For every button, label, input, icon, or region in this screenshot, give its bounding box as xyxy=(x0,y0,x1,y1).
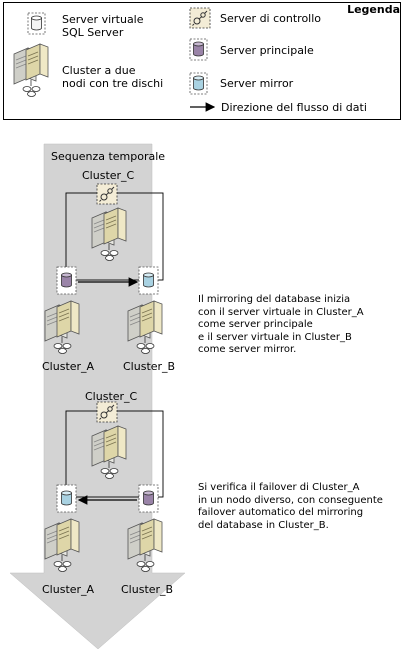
scenario2-witness-cluster-label: Cluster_C xyxy=(85,390,138,403)
scenario1-witness-icon xyxy=(96,183,118,205)
legend-box xyxy=(3,2,401,120)
scenario2-group xyxy=(45,401,164,572)
legend-mirror-label: Server mirror xyxy=(220,77,294,90)
legend-principal-label: Server principale xyxy=(220,44,314,57)
scenario2-mirror-icon xyxy=(56,484,77,513)
scenario1-left-cluster-label: Cluster_A xyxy=(42,360,95,373)
legend-flow-label: Direzione del flusso di dati xyxy=(221,101,367,114)
scenario2-description: Si verifica il failover di Cluster_A in … xyxy=(198,482,383,531)
scenario1-description: Il mirroring del database inizia con il … xyxy=(198,294,364,355)
legend-principal-icon xyxy=(189,38,208,61)
scenario1-mirror-icon xyxy=(138,266,159,295)
scenario1-right-cluster-label: Cluster_B xyxy=(123,360,176,373)
legend-virtual-server-icon xyxy=(27,12,46,35)
scenario2-left-cluster-label: Cluster_A xyxy=(42,583,95,596)
scenario1-witness-cluster-label: Cluster_C xyxy=(82,169,135,182)
scenario2-witness-icon xyxy=(96,401,118,423)
legend-cluster-label: Cluster a due nodi con tre dischi xyxy=(62,64,164,90)
legend-mirror-icon xyxy=(189,72,208,95)
legend-virtual-server-label: Server virtuale SQL Server xyxy=(62,13,144,39)
timeline-label: Sequenza temporale xyxy=(51,150,166,163)
scenario1-principal-icon xyxy=(56,266,77,295)
scenario2-principal-icon xyxy=(138,484,159,513)
scenario1-group xyxy=(45,183,164,354)
legend-title: Legenda xyxy=(347,3,400,16)
legend-witness-label: Server di controllo xyxy=(220,12,322,25)
scenario2-right-cluster-label: Cluster_B xyxy=(121,583,174,596)
